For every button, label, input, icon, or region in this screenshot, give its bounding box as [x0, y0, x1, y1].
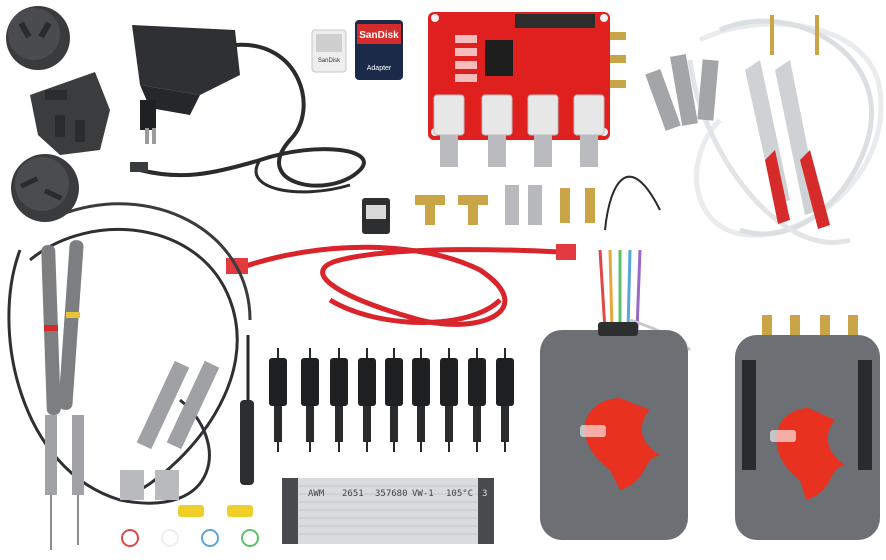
logic-analyzer-module: [540, 175, 692, 540]
logic-test-clips: [269, 348, 514, 452]
plug-adapter-eu: [11, 154, 79, 222]
ribbon-text-5: 105°C: [446, 489, 473, 499]
sd-card-icon: SanDisk SanDisk Adapter: [311, 20, 403, 80]
plug-adapter-au: [6, 6, 70, 70]
bnc-cable-bundle: [645, 15, 884, 245]
signal-generator-module: [735, 315, 880, 540]
logic-clip: [496, 348, 514, 452]
ribbon-text-4: VW-1: [412, 489, 434, 499]
color-rings: [121, 529, 259, 547]
ribbon-text-1: AWM: [308, 489, 325, 499]
sma-adapters: [415, 185, 595, 225]
sd-adapter-label: Adapter: [367, 65, 392, 72]
logic-clip: [269, 348, 287, 452]
logic-clip: [301, 348, 319, 452]
oscilloscope-probes: [7, 202, 252, 550]
micro-sd-label: SanDisk: [318, 58, 341, 64]
plug-adapter-uk: [30, 72, 110, 155]
sd-brand-label: SanDisk: [359, 30, 399, 41]
red-ethernet-cable: [226, 244, 576, 327]
logic-clip: [468, 348, 486, 452]
wifi-dongle-icon: [362, 198, 390, 234]
logic-clip: [330, 348, 348, 452]
red-daughter-board: [428, 12, 626, 167]
probe-tip: [240, 335, 254, 485]
yellow-terminals: [178, 505, 253, 517]
ribbon-cable: AWM 2651 357680 VW-1 105°C 3: [282, 478, 494, 544]
logic-clip: [358, 348, 376, 452]
logic-clip: [440, 348, 458, 452]
logic-clip: [385, 348, 403, 452]
ribbon-text-2: 2651: [342, 489, 364, 499]
ribbon-text-3: 357680: [375, 489, 408, 499]
logic-clip: [412, 348, 430, 452]
flame-logo-icon: [584, 398, 660, 490]
power-supply-icon: [130, 25, 366, 194]
ribbon-text-6: 3: [482, 489, 487, 499]
